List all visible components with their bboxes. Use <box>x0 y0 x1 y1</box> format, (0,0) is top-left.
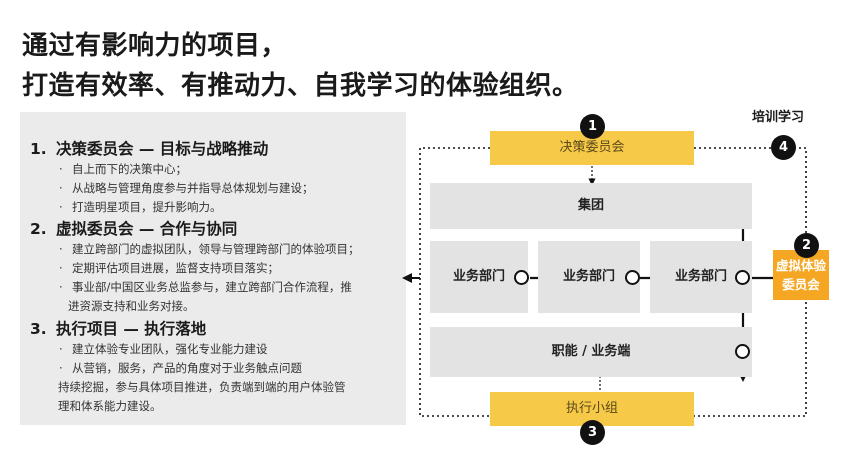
section-heading: 1. 决策委员会 — 目标与战略推动 <box>30 138 314 160</box>
section-number: 1. <box>30 140 47 158</box>
virtual-committee-label-1: 虚拟体验 <box>775 258 826 273</box>
bullet-item: ·打造明星项目，提升影响力。 <box>30 198 314 217</box>
bullet-item: ·自上而下的决策中心； <box>30 160 314 179</box>
bullet-item: ·建立跨部门的虚拟团队，领导与管理跨部门的体验项目； <box>30 240 360 259</box>
bullet-item: ·从战略与管理角度参与并指导总体规划与建设； <box>30 179 314 198</box>
bullet-dot-icon: · <box>59 242 63 256</box>
learning-label: 培训学习 <box>752 110 805 125</box>
title-line-1: 通过有影响力的项目， <box>22 31 288 61</box>
bullet-continuation: 进资源支持和业务对接。 <box>68 299 195 313</box>
group-box: 集团 <box>430 183 752 229</box>
section-heading: 3. 执行项目 — 执行落地 <box>30 318 346 340</box>
section-virtual-committee: 2. 虚拟委员会 — 合作与协同 ·建立跨部门的虚拟团队，领导与管理跨部门的体验项… <box>30 218 360 316</box>
section-decision-committee: 1. 决策委员会 — 目标与战略推动 ·自上而下的决策中心； ·从战略与管理角度参… <box>30 138 314 217</box>
section-title: 执行项目 — 执行落地 <box>56 320 207 338</box>
bullet-item: ·建立体验专业团队，强化专业能力建设 <box>30 340 346 359</box>
connector-ring-icon <box>625 270 640 285</box>
section-title: 虚拟委员会 — 合作与协同 <box>56 220 238 238</box>
page-title: 通过有影响力的项目， 打造有效率、有推动力、自我学习的体验组织。 <box>22 26 579 106</box>
bullet-item: ·从营销，服务，产品的角度对于业务触点问题 <box>30 359 346 378</box>
bullet-dot-icon: · <box>59 181 63 195</box>
badge-4: 4 <box>771 135 796 160</box>
dotted-loop-top-right <box>694 147 807 248</box>
badge-3: 3 <box>580 420 605 445</box>
connector-ring-icon <box>735 344 750 359</box>
section-number: 2. <box>30 220 47 238</box>
badge-2: 2 <box>794 233 819 258</box>
business-dept-box-2: 业务部门 <box>538 241 640 313</box>
bullet-dot-icon: · <box>59 342 63 356</box>
bullet-dot-icon: · <box>59 280 63 294</box>
bullet-continuation: 理和体系能力建设。 <box>58 399 162 413</box>
function-business-box: 职能 / 业务端 <box>430 327 752 377</box>
bullet-item: ·事业部/中国区业务总监参与，建立跨部门合作流程，推 <box>30 278 360 297</box>
virtual-committee-label-2: 委员会 <box>782 277 820 292</box>
arrow-left-head-icon <box>402 273 412 283</box>
bullet-dot-icon: · <box>59 162 63 176</box>
virtual-committee-box: 虚拟体验 委员会 <box>773 250 829 300</box>
section-title: 决策委员会 — 目标与战略推动 <box>56 140 269 158</box>
bullet-dot-icon: · <box>59 361 63 375</box>
section-number: 3. <box>30 320 47 338</box>
bullet-item: ·定期评估项目进展，监督支持项目落实； <box>30 259 360 278</box>
dotted-loop-left <box>419 147 490 417</box>
section-execution: 3. 执行项目 — 执行落地 ·建立体验专业团队，强化专业能力建设 ·从营销，服务… <box>30 318 346 416</box>
bullet-dot-icon: · <box>59 200 63 214</box>
bullet-continuation: 持续挖掘，参与具体项目推进，负责端到端的用户体验管 <box>58 380 346 394</box>
section-heading: 2. 虚拟委员会 — 合作与协同 <box>30 218 360 240</box>
business-dept-box-1: 业务部门 <box>430 241 528 313</box>
badge-1: 1 <box>580 114 605 139</box>
connector-ring-icon <box>735 270 750 285</box>
description-panel: 1. 决策委员会 — 目标与战略推动 ·自上而下的决策中心； ·从战略与管理角度参… <box>20 112 406 425</box>
decision-committee-box: 决策委员会 <box>490 131 694 165</box>
bullet-dot-icon: · <box>59 261 63 275</box>
connector-ring-icon <box>514 270 529 285</box>
title-line-2: 打造有效率、有推动力、自我学习的体验组织。 <box>22 71 579 101</box>
